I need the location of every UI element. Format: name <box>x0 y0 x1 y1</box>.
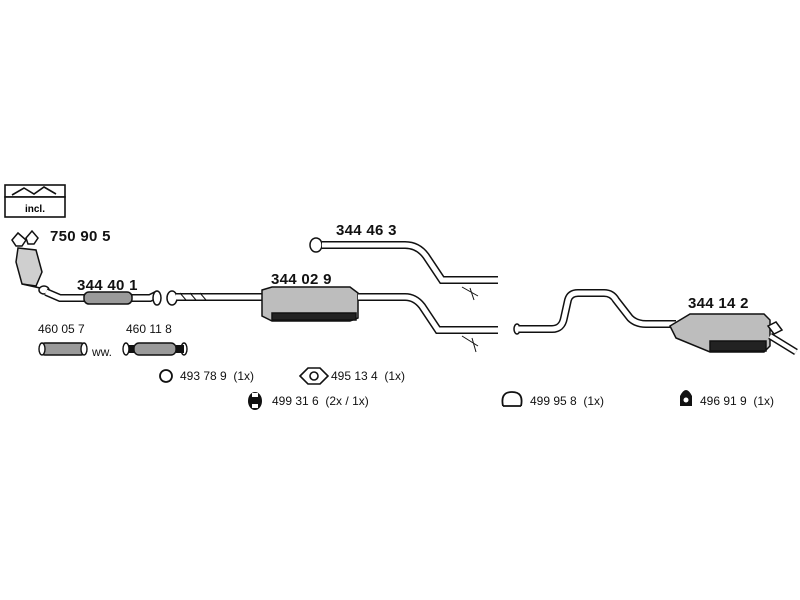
hardware-code: 499 31 6 <box>272 394 319 408</box>
hardware-qty: (1x) <box>233 369 255 383</box>
part-label-catalytic-converter: 750 90 5 <box>50 228 111 245</box>
alternative-separator: ww. <box>92 345 113 359</box>
middle-silencer <box>166 286 498 353</box>
ring-icon <box>159 369 173 383</box>
hardware-code: 499 95 8 <box>530 394 577 408</box>
front-pipe <box>44 288 162 306</box>
connector-b <box>122 342 188 356</box>
hardware-label-rubber-mount: 499 31 6 (2x / 1x) <box>272 394 369 408</box>
intermediate-pipe <box>309 237 498 301</box>
hardware-label-rubber-hanger: 496 91 9 (1x) <box>700 394 774 408</box>
rubber-mount-icon <box>248 392 262 410</box>
rubber-hanger-icon <box>680 390 692 406</box>
part-label-intermediate-pipe: 344 46 3 <box>336 222 397 239</box>
gasket-icon <box>298 367 330 385</box>
catalytic-converter <box>11 229 50 295</box>
kit-box-icon: incl. <box>4 184 66 218</box>
part-label-front-pipe: 344 40 1 <box>77 277 138 294</box>
hardware-code: 496 91 9 <box>700 394 747 408</box>
hardware-label-gasket: 495 13 4 (1x) <box>331 369 405 383</box>
hardware-qty: (1x) <box>384 369 406 383</box>
hardware-label-hanger-loop: 499 95 8 (1x) <box>530 394 604 408</box>
hardware-code: 493 78 9 <box>180 369 227 383</box>
hardware-label-ring: 493 78 9 (1x) <box>180 369 254 383</box>
part-label-middle-silencer: 344 02 9 <box>271 271 332 288</box>
rear-silencer <box>513 289 798 355</box>
connector-b-label: 460 11 8 <box>126 322 172 336</box>
hanger-loop-icon <box>501 391 523 407</box>
part-label-rear-silencer: 344 14 2 <box>688 295 749 312</box>
connector-a-label: 460 05 7 <box>38 322 85 336</box>
hardware-code: 495 13 4 <box>331 369 378 383</box>
kit-badge-text: incl. <box>25 204 45 215</box>
hardware-qty: (2x / 1x) <box>325 394 369 408</box>
hardware-qty: (1x) <box>753 394 775 408</box>
connector-a <box>38 342 88 356</box>
hardware-qty: (1x) <box>583 394 605 408</box>
